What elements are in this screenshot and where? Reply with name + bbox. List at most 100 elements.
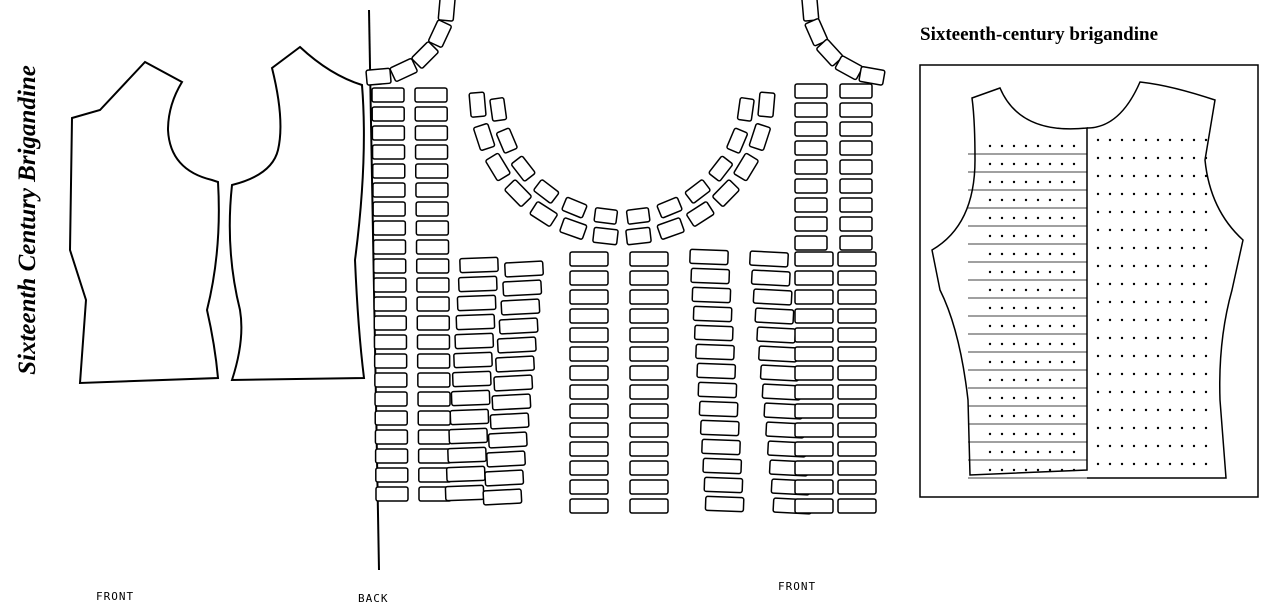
armor-plate — [733, 152, 759, 182]
rivet-dot — [1096, 318, 1100, 322]
rivet-dot — [988, 288, 992, 292]
rivet-dot — [1012, 180, 1016, 184]
rivet-dot — [1060, 270, 1064, 274]
armor-plate — [416, 315, 451, 331]
rivet-dot — [1180, 462, 1184, 466]
rivet-dot — [1144, 354, 1148, 358]
armor-plate — [759, 364, 800, 382]
rivet-dot — [1012, 360, 1016, 364]
rivet-dot — [1096, 192, 1100, 196]
armor-plate — [794, 83, 828, 99]
armor-plate — [493, 374, 534, 392]
armor-plate — [699, 419, 740, 437]
rivet-dot — [1168, 156, 1172, 160]
rivet-dot — [1192, 210, 1196, 214]
rivet-dot — [1096, 462, 1100, 466]
rivet-dot — [1120, 210, 1124, 214]
armor-plate — [750, 269, 791, 287]
armor-plate — [794, 308, 834, 324]
armor-plate — [415, 182, 449, 198]
armor-plate — [749, 250, 789, 268]
rivet-dot — [1168, 174, 1172, 178]
armor-plate — [371, 144, 406, 160]
rivet-dot — [1000, 396, 1004, 400]
armor-plate — [489, 412, 530, 430]
armor-plate — [736, 97, 755, 122]
rivet-dot — [988, 198, 992, 202]
armor-plate — [837, 251, 877, 267]
armor-plate — [858, 65, 886, 86]
rivet-dot — [1072, 234, 1076, 238]
rivet-dot — [1000, 432, 1004, 436]
rivet-dot — [1204, 390, 1208, 394]
armor-plate — [712, 179, 740, 207]
armor-plate — [756, 326, 797, 344]
rivet-dot — [1180, 372, 1184, 376]
rivet-dot — [1180, 282, 1184, 286]
armor-plate — [839, 216, 873, 232]
armor-plate — [839, 159, 873, 175]
armor-plate — [373, 277, 407, 293]
rivet-dot — [1156, 228, 1160, 232]
rivet-dot — [1120, 138, 1124, 142]
rivet-dot — [1012, 270, 1016, 274]
rivet-dot — [1012, 378, 1016, 382]
armor-plate — [445, 465, 486, 483]
rivet-dot — [1108, 210, 1112, 214]
rivet-dot — [1036, 234, 1040, 238]
armor-plate — [794, 346, 834, 362]
armor-plate — [693, 324, 734, 342]
rivet-dot — [1024, 234, 1028, 238]
rivet-dot — [1072, 324, 1076, 328]
rivet-dot — [1132, 318, 1136, 322]
armor-plate — [569, 460, 609, 476]
rivet-dot — [1096, 408, 1100, 412]
rivet-dot — [1024, 324, 1028, 328]
rivet-dot — [1120, 300, 1124, 304]
rivet-dot — [1204, 354, 1208, 358]
rivet-dot — [1108, 318, 1112, 322]
rivet-dot — [1072, 342, 1076, 346]
armor-plate — [416, 296, 450, 312]
armor-plate — [625, 207, 651, 225]
rivet-dot — [1036, 396, 1040, 400]
rivet-dot — [1060, 360, 1064, 364]
rivet-dot — [1180, 336, 1184, 340]
rivet-dot — [1108, 372, 1112, 376]
armor-plate — [593, 207, 619, 225]
armor-plate — [569, 441, 609, 457]
armor-plate — [569, 384, 609, 400]
rivet-dot — [1144, 300, 1148, 304]
armor-plate — [629, 460, 669, 476]
rivet-dot — [1024, 468, 1028, 472]
armor-plate — [794, 327, 834, 343]
rivet-dot — [1132, 282, 1136, 286]
rivet-dot — [1096, 282, 1100, 286]
rivet-dot — [1132, 192, 1136, 196]
rivet-dot — [1000, 162, 1004, 166]
rivet-dot — [1048, 162, 1052, 166]
rivet-dot — [1132, 246, 1136, 250]
rivet-dot — [1156, 210, 1160, 214]
rivet-dot — [1132, 138, 1136, 142]
rivet-dot — [1000, 324, 1004, 328]
armor-plate — [496, 127, 518, 154]
rivet-dot — [1192, 372, 1196, 376]
armor-plate — [415, 201, 449, 217]
rivet-dot — [1192, 318, 1196, 322]
armor-plate — [758, 345, 798, 363]
rivet-dot — [1204, 408, 1208, 412]
rivet-dot — [1180, 300, 1184, 304]
armor-plate — [372, 258, 407, 274]
armor-plate — [837, 498, 877, 514]
rivet-dot — [1204, 444, 1208, 448]
rivet-dot — [988, 270, 992, 274]
rivet-dot — [1204, 210, 1208, 214]
rivet-dot — [1036, 216, 1040, 220]
armor-plate — [416, 277, 450, 293]
armor-plate — [708, 155, 733, 182]
rivet-dot — [1060, 216, 1064, 220]
rivet-dot — [988, 378, 992, 382]
rivet-dot — [1036, 198, 1040, 202]
armor-plate — [629, 251, 669, 267]
